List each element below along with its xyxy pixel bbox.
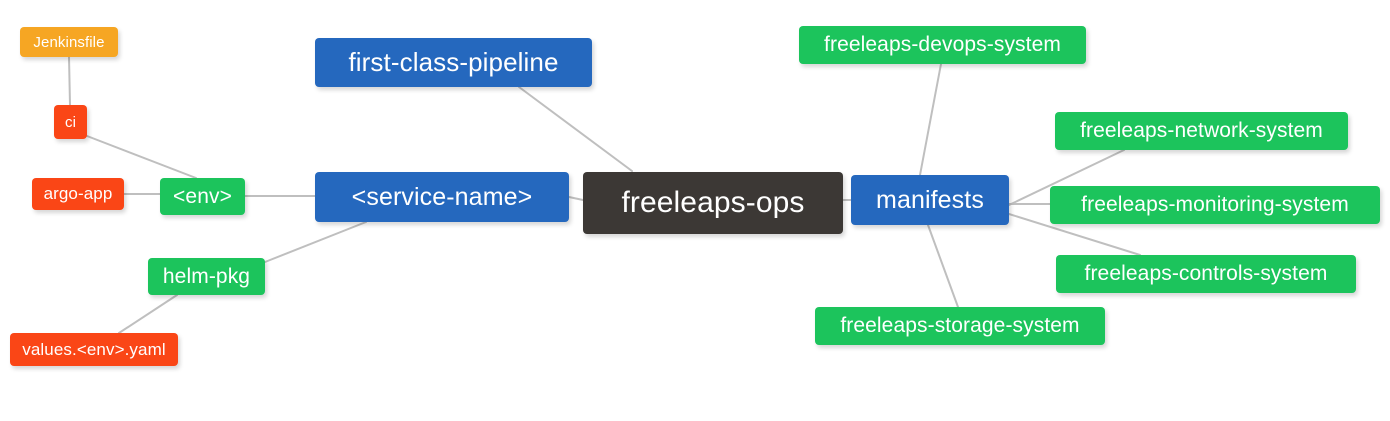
node-label: manifests — [876, 185, 984, 214]
node-label: <service-name> — [351, 182, 533, 211]
node-label: freeleaps-devops-system — [824, 33, 1061, 56]
node-freeleaps-network-system[interactable]: freeleaps-network-system — [1055, 112, 1348, 150]
node-helm-pkg[interactable]: helm-pkg — [148, 258, 265, 295]
node-label: helm-pkg — [162, 264, 251, 288]
node-env[interactable]: <env> — [160, 178, 245, 215]
edge-manifests-to-freeleaps-storage-system — [927, 224, 959, 308]
node-label: ci — [64, 113, 77, 131]
node-ci[interactable]: ci — [54, 105, 87, 139]
node-label: freeleaps-monitoring-system — [1081, 193, 1349, 216]
node-label: Jenkinsfile — [33, 33, 105, 51]
edge-service-name-to-freeleaps-ops — [568, 196, 584, 201]
edge-ci-to-env — [86, 135, 197, 179]
node-manifests[interactable]: manifests — [851, 175, 1009, 225]
node-argo-app[interactable]: argo-app — [32, 178, 124, 210]
node-label: first-class-pipeline — [348, 47, 559, 77]
edge-manifests-to-freeleaps-devops-system — [919, 63, 942, 176]
node-label: freeleaps-ops — [621, 186, 805, 219]
edge-helm-pkg-to-service-name — [264, 221, 367, 263]
node-first-class-pipeline[interactable]: first-class-pipeline — [315, 38, 592, 87]
node-jenkinsfile[interactable]: Jenkinsfile — [20, 27, 118, 57]
node-values-yaml[interactable]: values.<env>.yaml — [10, 333, 178, 366]
node-label: freeleaps-network-system — [1080, 119, 1323, 142]
node-freeleaps-storage-system[interactable]: freeleaps-storage-system — [815, 307, 1105, 345]
node-service-name[interactable]: <service-name> — [315, 172, 569, 222]
node-label: freeleaps-controls-system — [1084, 262, 1328, 285]
node-freeleaps-ops[interactable]: freeleaps-ops — [583, 172, 843, 234]
node-freeleaps-monitoring-system[interactable]: freeleaps-monitoring-system — [1050, 186, 1380, 224]
edge-first-class-pipeline-to-freeleaps-ops — [518, 86, 633, 172]
edge-values-yaml-to-helm-pkg — [118, 294, 178, 334]
edge-jenkinsfile-to-ci — [68, 56, 71, 106]
node-label: values.<env>.yaml — [22, 339, 166, 359]
node-label: freeleaps-storage-system — [840, 314, 1080, 337]
node-freeleaps-devops-system[interactable]: freeleaps-devops-system — [799, 26, 1086, 64]
node-label: <env> — [173, 184, 232, 208]
node-label: argo-app — [43, 184, 113, 203]
node-freeleaps-controls-system[interactable]: freeleaps-controls-system — [1056, 255, 1356, 293]
